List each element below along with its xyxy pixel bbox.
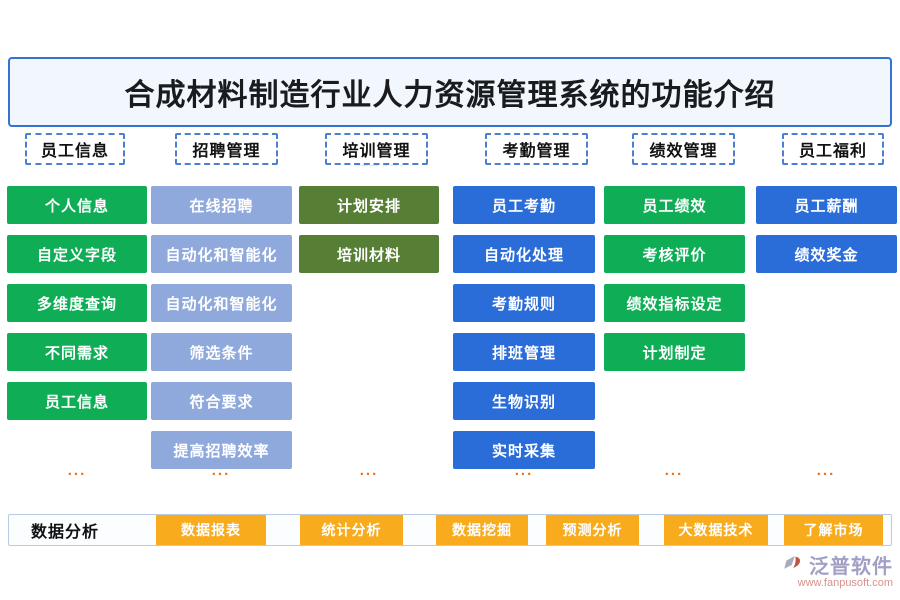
feature-node: 培训材料 xyxy=(299,235,439,273)
ellipsis-recruitment: ... xyxy=(211,462,231,479)
data-analysis-item: 数据报表 xyxy=(156,515,266,545)
feature-node: 绩效指标设定 xyxy=(604,284,745,322)
feature-node: 在线招聘 xyxy=(151,186,292,224)
feature-node: 考核评价 xyxy=(604,235,745,273)
category-header-recruitment: 招聘管理 xyxy=(175,133,278,165)
page-title: 合成材料制造行业人力资源管理系统的功能介绍 xyxy=(124,79,776,112)
feature-node: 不同需求 xyxy=(7,333,147,371)
column-recruitment: 在线招聘 自动化和智能化 自动化和智能化 筛选条件 符合要求 提高招聘效率 xyxy=(151,186,292,469)
feature-node: 提高招聘效率 xyxy=(151,431,292,469)
feature-node: 符合要求 xyxy=(151,382,292,420)
category-header-employee-info: 员工信息 xyxy=(25,133,125,165)
feature-node: 计划制定 xyxy=(604,333,745,371)
feature-node: 多维度查询 xyxy=(7,284,147,322)
feature-node: 个人信息 xyxy=(7,186,147,224)
feature-node: 自动化和智能化 xyxy=(151,235,292,273)
feature-node: 生物识别 xyxy=(453,382,595,420)
data-analysis-strip: 数据分析 数据报表 统计分析 数据挖掘 预测分析 大数据技术 了解市场 xyxy=(8,514,892,546)
ellipsis-training: ... xyxy=(359,462,379,479)
feature-node: 绩效奖金 xyxy=(756,235,897,273)
ellipsis-welfare: ... xyxy=(816,462,836,479)
feature-node: 自动化和智能化 xyxy=(151,284,292,322)
column-attendance: 员工考勤 自动化处理 考勤规则 排班管理 生物识别 实时采集 xyxy=(453,186,595,469)
feature-node: 员工考勤 xyxy=(453,186,595,224)
data-analysis-label: 数据分析 xyxy=(31,524,100,541)
category-header-welfare: 员工福利 xyxy=(782,133,884,165)
ellipsis-performance: ... xyxy=(664,462,684,479)
feature-node: 实时采集 xyxy=(453,431,595,469)
category-header-performance: 绩效管理 xyxy=(632,133,735,165)
feature-node: 计划安排 xyxy=(299,186,439,224)
column-performance: 员工绩效 考核评价 绩效指标设定 计划制定 xyxy=(604,186,745,371)
vendor-url: www.fanpusoft.com xyxy=(797,577,893,589)
category-header-training: 培训管理 xyxy=(325,133,428,165)
data-analysis-item: 统计分析 xyxy=(300,515,403,545)
data-analysis-item: 数据挖掘 xyxy=(436,515,528,545)
data-analysis-item: 了解市场 xyxy=(784,515,883,545)
feature-node: 排班管理 xyxy=(453,333,595,371)
ellipsis-employee-info: ... xyxy=(67,462,87,479)
vendor-name: 泛普软件 xyxy=(809,556,893,578)
title-banner: 合成材料制造行业人力资源管理系统的功能介绍 xyxy=(8,57,892,127)
feature-node: 员工薪酬 xyxy=(756,186,897,224)
feature-node: 员工信息 xyxy=(7,382,147,420)
data-analysis-item: 大数据技术 xyxy=(664,515,768,545)
ellipsis-attendance: ... xyxy=(514,462,534,479)
feature-node: 员工绩效 xyxy=(604,186,745,224)
feature-node: 筛选条件 xyxy=(151,333,292,371)
column-employee-info: 个人信息 自定义字段 多维度查询 不同需求 员工信息 xyxy=(7,186,147,420)
feature-node: 考勤规则 xyxy=(453,284,595,322)
category-header-attendance: 考勤管理 xyxy=(485,133,588,165)
fanpu-logo-icon xyxy=(784,555,801,569)
column-welfare: 员工薪酬 绩效奖金 xyxy=(756,186,897,273)
data-analysis-item: 预测分析 xyxy=(546,515,639,545)
feature-node: 自定义字段 xyxy=(7,235,147,273)
feature-node: 自动化处理 xyxy=(453,235,595,273)
vendor-logo: 泛普软件 www.fanpusoft.com xyxy=(782,550,893,589)
column-training: 计划安排 培训材料 xyxy=(299,186,439,273)
